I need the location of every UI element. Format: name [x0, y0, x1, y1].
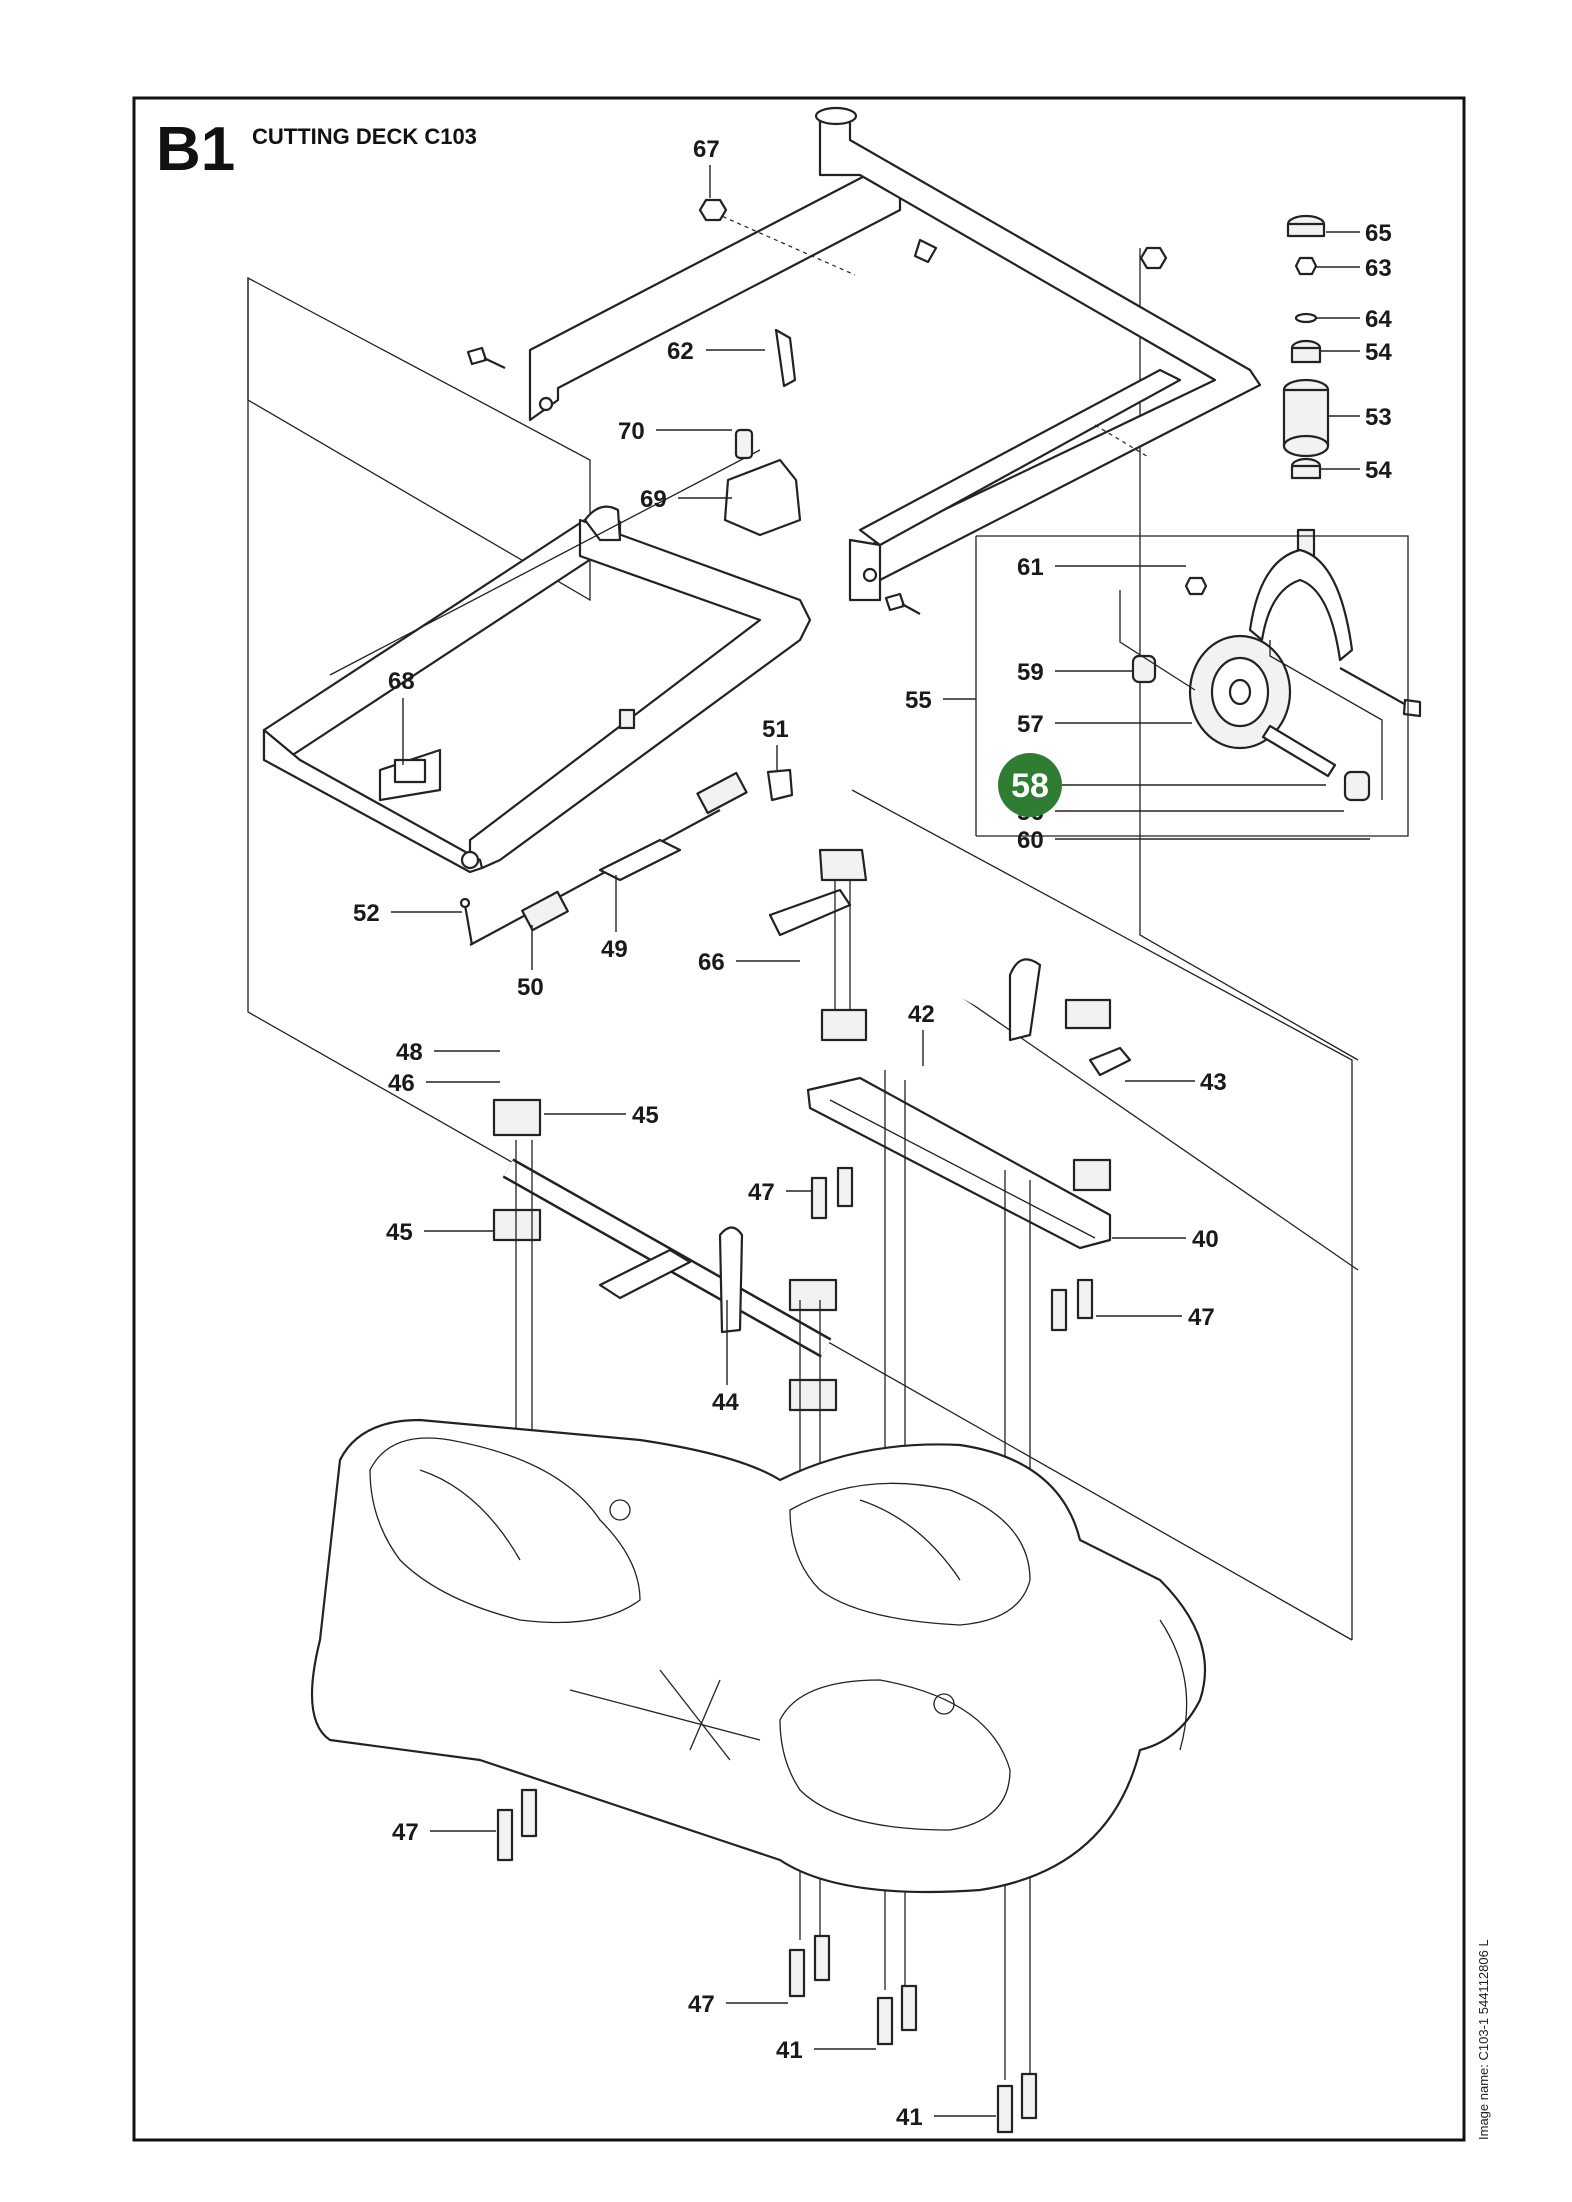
- callout-61: 61: [1017, 554, 1044, 581]
- callout-43: 43: [1200, 1069, 1227, 1096]
- mower-deck: [310, 1418, 1207, 1894]
- callout-55: 55: [905, 687, 932, 714]
- callout-47a: 47: [748, 1179, 775, 1206]
- group-outline-left: [247, 278, 1353, 1641]
- bolt-right-mid: [884, 592, 921, 615]
- pivot-shaft-lower: [502, 1158, 832, 1358]
- callout-65: 65: [1365, 220, 1392, 247]
- callout-69: 69: [640, 486, 667, 513]
- callout-45b: 45: [386, 1219, 413, 1246]
- callout-67: 67: [693, 136, 720, 163]
- callout-57: 57: [1017, 711, 1044, 738]
- pivot-shaft-upper: [768, 888, 1132, 1077]
- callout-41b: 41: [896, 2104, 923, 2131]
- callout-63: 63: [1365, 255, 1392, 282]
- callout-59: 59: [1017, 659, 1044, 686]
- callout-60: 60: [1017, 827, 1044, 854]
- section-code: B1: [156, 115, 235, 184]
- callout-46: 46: [388, 1070, 415, 1097]
- bracket-69: [723, 328, 802, 537]
- callout-47c: 47: [392, 1819, 419, 1846]
- clamp-block-left: [492, 1098, 542, 1242]
- callout-40: 40: [1192, 1226, 1219, 1253]
- nut-top-right: [1139, 246, 1168, 270]
- callout-47b: 47: [1188, 1304, 1215, 1331]
- callout-49: 49: [601, 936, 628, 963]
- callout-54b: 54: [1365, 457, 1392, 484]
- callout-52: 52: [353, 900, 380, 927]
- support-bar-40: [806, 1076, 1112, 1250]
- callout-62: 62: [667, 338, 694, 365]
- callout-54a: 54: [1365, 339, 1392, 366]
- highlight-label: 58: [1011, 767, 1049, 805]
- callout-64: 64: [1365, 306, 1392, 333]
- callout-50: 50: [517, 974, 544, 1001]
- callout-66: 66: [698, 949, 725, 976]
- deck-hanger-frame: [262, 449, 812, 874]
- callout-68: 68: [388, 668, 415, 695]
- callout-45a: 45: [632, 1102, 659, 1129]
- caster-group-box: [976, 535, 1409, 837]
- callout-41a: 41: [776, 2037, 803, 2064]
- callout-42: 42: [908, 1001, 935, 1028]
- lift-frame: [528, 106, 1262, 602]
- callout-47d: 47: [688, 1991, 715, 2018]
- callout-48: 48: [396, 1039, 423, 1066]
- page-frame: [132, 96, 1466, 2142]
- image-name: Image name: C103-1 544112806 L: [1476, 1939, 1491, 2140]
- nut-67: [698, 198, 728, 222]
- caster-assembly: [1119, 214, 1422, 802]
- group-outline-right: [851, 789, 1353, 1640]
- group-outline-frame-right: [1139, 248, 1359, 1061]
- clamp-block-lower: [788, 1278, 838, 1412]
- section-title: CUTTING DECK C103: [252, 124, 477, 149]
- callout-layer: 67 62 70 69 68 51 52 50 49 66 65 63 64 5…: [353, 136, 1392, 2131]
- clamp-block-upper-1: [818, 848, 868, 1042]
- callout-44: 44: [712, 1389, 739, 1416]
- callout-53: 53: [1365, 404, 1392, 431]
- callout-70: 70: [618, 418, 645, 445]
- callout-51: 51: [762, 716, 789, 743]
- clamp-block-upper-2: [1064, 998, 1112, 1192]
- bottom-bolts: [496, 1166, 1094, 2134]
- linkage-rod: [459, 768, 794, 946]
- bolt-left-top: [466, 346, 506, 369]
- highlight-badge[interactable]: [998, 753, 1062, 817]
- highlight-callout-58[interactable]: 58: [998, 753, 1326, 817]
